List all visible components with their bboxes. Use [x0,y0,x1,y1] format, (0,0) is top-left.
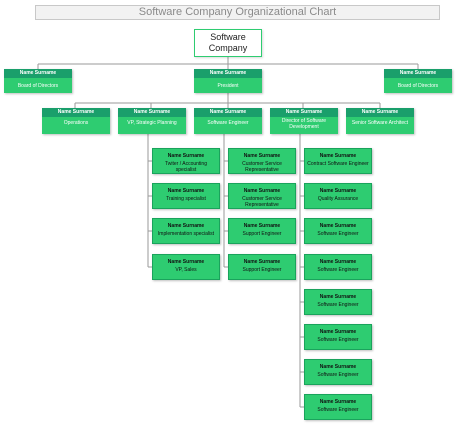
node-role: Director of Software Development [281,118,327,130]
node-role: Support Engineer [242,267,282,273]
node-role: Twiter / Accounting specialist [165,161,207,173]
node-dir-child[interactable]: Name Surname Software Engineer [304,359,372,385]
node-name: Name Surname [319,329,357,335]
node-name: Name Surname [346,108,414,117]
node-name: Name Surname [118,108,186,117]
node-software-engineer[interactable]: Name Surname Software Engineer [194,108,262,134]
node-vp-strategic[interactable]: Name Surname VP, Strategic Planning [118,108,186,134]
node-name: Name Surname [194,69,262,78]
root-node[interactable]: Software Company [194,29,262,57]
node-name: Name Surname [319,223,357,229]
node-name: Name Surname [243,153,281,159]
node-dir-child[interactable]: Name Surname Software Engineer [304,394,372,420]
node-name: Name Surname [4,69,72,78]
node-name: Name Surname [167,188,205,194]
node-role: Support Engineer [242,231,282,237]
node-senior-architect[interactable]: Name Surname Senior Software Architect [346,108,414,134]
node-vp-child[interactable]: Name Surname Twiter / Accounting special… [152,148,220,174]
node-role: Training specialist [166,196,206,202]
node-name: Name Surname [243,223,281,229]
node-name: Name Surname [42,108,110,117]
node-operations[interactable]: Name Surname Operations [42,108,110,134]
node-role: Operations [63,120,89,126]
node-dir-child[interactable]: Name Surname Software Engineer [304,289,372,315]
node-president[interactable]: Name Surname President [194,69,262,93]
node-name: Name Surname [319,364,357,370]
node-dir-child[interactable]: Name Surname Quality Assurance [304,183,372,209]
node-director-software[interactable]: Name Surname Director of Software Develo… [270,108,338,134]
node-name: Name Surname [243,259,281,265]
node-role: Quality Assurance [317,196,359,202]
node-name: Name Surname [319,188,357,194]
node-role: Board of Directors [397,83,439,89]
node-role: Implementation specialist [157,231,215,237]
node-name: Name Surname [167,223,205,229]
node-name: Name Surname [243,188,281,194]
node-role: VP, Strategic Planning [127,120,177,126]
node-se-child[interactable]: Name Surname Support Engineer [228,254,296,280]
node-vp-child[interactable]: Name Surname Training specialist [152,183,220,209]
node-se-child[interactable]: Name Surname Customer Service Representa… [228,148,296,174]
node-name: Name Surname [167,259,205,265]
node-role: Software Engineer [317,231,359,237]
node-role: Software Engineer [317,407,359,413]
node-role: VP, Sales [175,267,197,273]
node-role: Software Engineer [317,372,359,378]
node-dir-child[interactable]: Name Surname Software Engineer [304,254,372,280]
node-dir-child[interactable]: Name Surname Contract Software Engineer [304,148,372,174]
root-label: Software Company [208,32,248,53]
node-role: President [217,83,239,89]
node-role: Board of Directors [17,83,59,89]
node-role: Software Engineer [317,302,359,308]
node-name: Name Surname [319,153,357,159]
node-se-child[interactable]: Name Surname Support Engineer [228,218,296,244]
chart-title: Software Company Organizational Chart [35,5,440,20]
node-name: Name Surname [270,108,338,117]
node-dir-child[interactable]: Name Surname Software Engineer [304,324,372,350]
node-name: Name Surname [384,69,452,78]
node-role: Customer Service Representative [242,161,282,173]
node-role: Software Engineer [317,267,359,273]
node-name: Name Surname [167,153,205,159]
node-role: Software Engineer [317,337,359,343]
node-name: Name Surname [319,259,357,265]
node-name: Name Surname [194,108,262,117]
node-vp-child[interactable]: Name Surname VP, Sales [152,254,220,280]
node-se-child[interactable]: Name Surname Customer Service Representa… [228,183,296,209]
node-dir-child[interactable]: Name Surname Software Engineer [304,218,372,244]
node-board-left[interactable]: Name Surname Board of Directors [4,69,72,93]
node-name: Name Surname [319,294,357,300]
node-role: Software Engineer [207,120,249,126]
node-role: Senior Software Architect [351,120,409,126]
node-board-right[interactable]: Name Surname Board of Directors [384,69,452,93]
node-role: Contract Software Engineer [307,161,369,167]
node-name: Name Surname [319,399,357,405]
node-role: Customer Service Representative [242,196,282,208]
node-vp-child[interactable]: Name Surname Implementation specialist [152,218,220,244]
